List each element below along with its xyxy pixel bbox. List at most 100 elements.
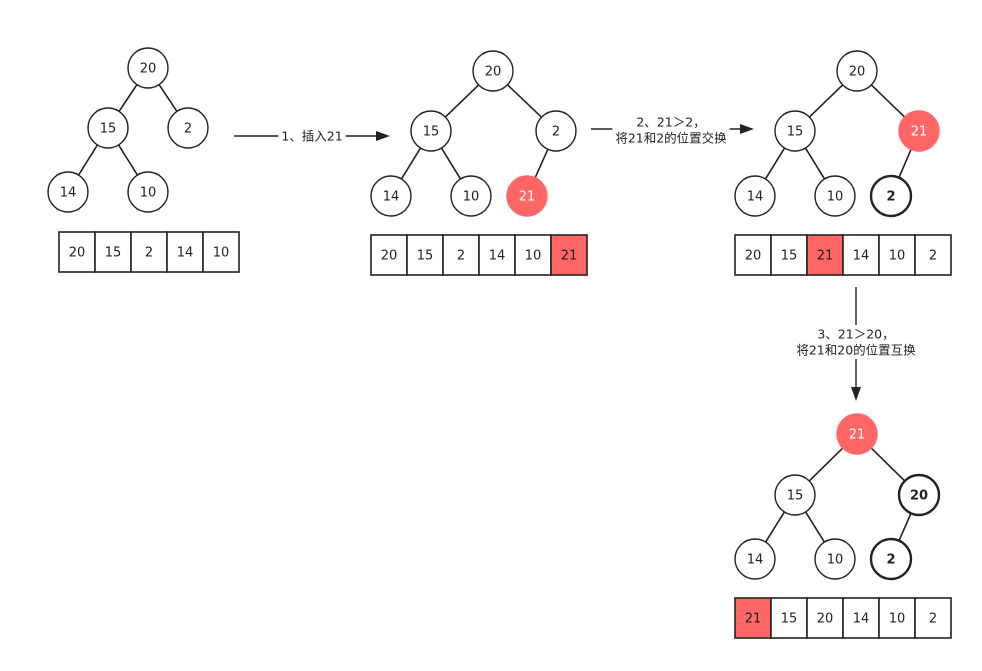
array-cell-value: 14: [853, 612, 870, 627]
node-value: 20: [910, 489, 928, 504]
array-cell: 20: [806, 597, 844, 639]
node-circle: [167, 107, 209, 149]
node-circle: [869, 537, 913, 581]
step-label-line: 将21和2的位置交换: [615, 131, 727, 146]
node-value: 14: [60, 186, 77, 201]
tree-node-r: 2: [167, 107, 209, 149]
array-cell-value: 2: [929, 612, 937, 627]
node-circle: [506, 175, 548, 217]
node-circle: [472, 50, 514, 92]
tree-node-lr: 10: [127, 171, 169, 213]
node-value: 2: [886, 553, 895, 568]
array-cell: 14: [478, 234, 516, 276]
node-value: 10: [463, 190, 480, 205]
node-circle: [869, 174, 913, 218]
array-cell-box: [94, 231, 132, 273]
array-cell: 10: [514, 234, 552, 276]
array-cell-box: [370, 234, 408, 276]
heap-array: 20 15 2 14 10 21: [370, 234, 588, 276]
array-cell-box: [478, 234, 516, 276]
tree-node-lr: 10: [814, 538, 856, 580]
node-value: 10: [140, 186, 157, 201]
tree-node-l: 15: [87, 107, 129, 149]
tree-node-r: 21: [898, 110, 940, 152]
array-cell-box: [914, 234, 952, 276]
array-cell-value: 21: [817, 249, 834, 264]
node-circle: [370, 175, 412, 217]
tree-node-l: 15: [774, 474, 816, 516]
tree-edge-l-ll: [764, 511, 786, 543]
node-value: 14: [383, 190, 400, 205]
step-label-line: 1、插入21: [281, 129, 342, 144]
step-label-bg: [278, 127, 346, 145]
array-cell-box: [806, 234, 844, 276]
step-label-line: 2、21＞2，: [636, 115, 705, 130]
node-circle: [774, 474, 816, 516]
node-value: 15: [100, 122, 117, 137]
array-cell-value: 21: [745, 612, 762, 627]
array-cell-box: [842, 597, 880, 639]
array-cell-value: 10: [889, 249, 906, 264]
array-cell-value: 14: [177, 246, 194, 261]
array-cell-value: 15: [417, 249, 434, 264]
node-circle: [774, 110, 816, 152]
array-cell: 15: [770, 234, 808, 276]
array-cell-box: [202, 231, 240, 273]
array-cell-value: 15: [781, 612, 798, 627]
array-cell-value: 14: [489, 249, 506, 264]
step-arrow-1: 1、插入21: [234, 127, 390, 145]
tree-edge-l-lr: [804, 147, 826, 180]
array-cell-box: [878, 597, 916, 639]
array-cell-box: [130, 231, 168, 273]
tree-edge-root-l: [118, 84, 138, 112]
node-circle: [814, 538, 856, 580]
tree-node-rl: 21: [506, 175, 548, 217]
node-circle: [127, 171, 169, 213]
array-cell-value: 20: [745, 249, 762, 264]
node-circle: [898, 110, 940, 152]
tree-node-l: 15: [774, 110, 816, 152]
tree-edge-l-lr: [440, 147, 462, 180]
array-cell-value: 20: [381, 249, 398, 264]
node-value: 14: [747, 553, 764, 568]
array-cell: 10: [878, 597, 916, 639]
array-cell-value: 20: [817, 612, 834, 627]
arrow-head: [740, 124, 754, 134]
node-value: 2: [886, 190, 895, 205]
tree-node-rl: 2: [869, 537, 913, 581]
tree-edge-root-l: [808, 447, 844, 482]
heap-array: 20 15 21 14 10 2: [734, 234, 952, 276]
array-cell: 20: [734, 234, 772, 276]
node-value: 14: [747, 190, 764, 205]
array-cell-box: [406, 234, 444, 276]
tree-edge-root-r: [870, 447, 906, 482]
array-cell-value: 10: [525, 249, 542, 264]
node-value: 2: [184, 122, 192, 137]
node-value: 2: [552, 125, 560, 140]
array-cell: 15: [94, 231, 132, 273]
array-cell-box: [770, 234, 808, 276]
array-cell-value: 21: [561, 249, 578, 264]
array-cell: 14: [842, 234, 880, 276]
tree-edges: [400, 84, 549, 180]
array-cell: 20: [58, 231, 96, 273]
array-cell: 15: [406, 234, 444, 276]
tree-node-r: 2: [535, 110, 577, 152]
array-cell-box: [442, 234, 480, 276]
array-cell-value: 2: [457, 249, 465, 264]
array-cell-box: [770, 597, 808, 639]
tree-edge-r-rl: [534, 148, 549, 179]
tree-edges: [77, 84, 178, 176]
node-circle: [734, 175, 776, 217]
array-cell: 2: [914, 234, 952, 276]
node-value: 10: [827, 553, 844, 568]
array-cell: 2: [914, 597, 952, 639]
node-circle: [127, 47, 169, 89]
array-cell: 10: [878, 234, 916, 276]
tree-edge-root-l: [808, 84, 844, 118]
node-value: 20: [485, 65, 502, 80]
